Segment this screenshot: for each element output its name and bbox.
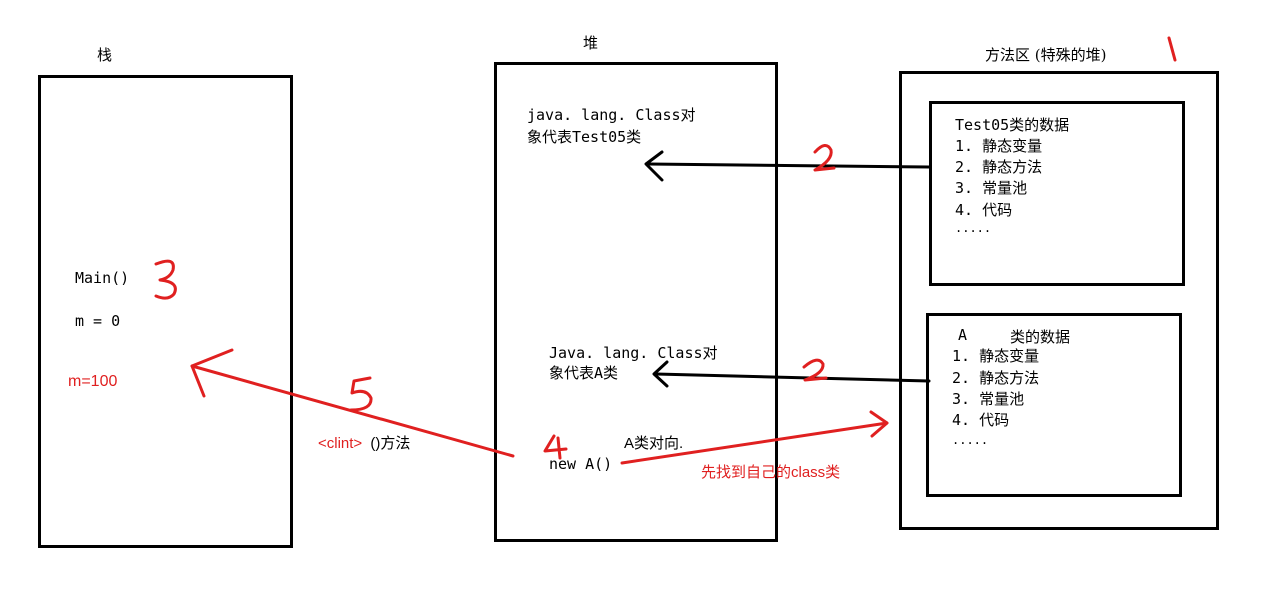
list-item: 3. 常量池 xyxy=(955,179,1028,197)
method-area-box xyxy=(899,71,1219,530)
list-item: 4. 代码 xyxy=(952,411,1010,429)
heap-class-object-test05-line1: java. lang. Class对 xyxy=(527,106,696,124)
heap-class-object-a-line1: Java. lang. Class对 xyxy=(549,344,718,362)
stack-title: 栈 xyxy=(97,46,113,64)
heap-class-object-a-line2: 象代表A类 xyxy=(549,364,619,382)
stack-box xyxy=(38,75,293,548)
list-item: 3. 常量池 xyxy=(952,390,1025,408)
list-item: 1. 静态变量 xyxy=(952,347,1040,365)
heap-new-a: new A() xyxy=(549,455,613,473)
step-mark-1 xyxy=(1167,36,1177,62)
list-item: 2. 静态方法 xyxy=(952,369,1040,387)
list-item: 1. 静态变量 xyxy=(955,137,1043,155)
list-item: 4. 代码 xyxy=(955,201,1013,219)
stack-m-init: m = 0 xyxy=(75,312,121,330)
test05-data-title: Test05类的数据 xyxy=(955,116,1070,134)
heap-title: 堆 xyxy=(583,34,599,52)
a-data-block xyxy=(926,313,1182,497)
a-data-title-prefix: A xyxy=(958,326,968,344)
stack-m-final: m=100 xyxy=(68,373,118,390)
heap-class-object-test05-line2: 象代表Test05类 xyxy=(527,128,642,146)
list-item: ..... xyxy=(955,221,992,235)
stack-main-call: Main() xyxy=(75,269,130,287)
step-mark-2-a xyxy=(802,358,828,382)
step-mark-2-test05 xyxy=(813,144,836,172)
find-class-label: 先找到自己的class类 xyxy=(701,464,841,481)
method-area-title: 方法区 (特殊的堆) xyxy=(985,46,1107,64)
a-data-title-suffix: 类的数据 xyxy=(1010,328,1071,346)
test05-data-block xyxy=(929,101,1185,286)
list-item: 2. 静态方法 xyxy=(955,158,1043,176)
heap-box xyxy=(494,62,778,542)
clint-method-text: ()方法 xyxy=(370,435,411,452)
clint-tag: <clint> xyxy=(318,435,363,452)
list-item: ..... xyxy=(952,433,989,447)
step-mark-5 xyxy=(349,376,373,412)
clint-method-label: <clint> ()方法 xyxy=(318,432,410,453)
heap-a-points-label: A类对向. xyxy=(624,435,684,452)
